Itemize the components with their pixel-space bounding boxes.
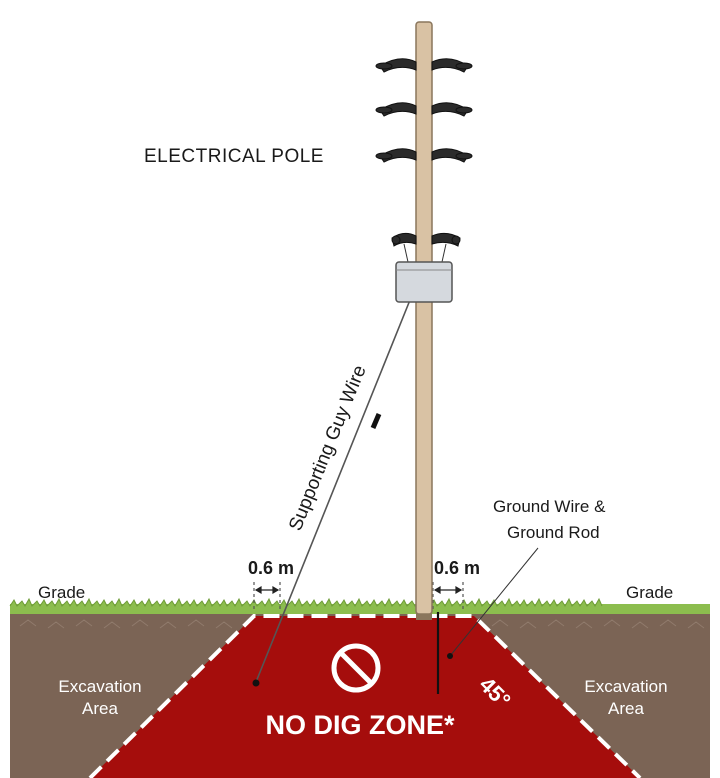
crossarm-2 — [375, 102, 473, 117]
pole-crossarms — [375, 58, 473, 263]
grass-blades — [9, 597, 603, 607]
pole-label: ELECTRICAL POLE — [144, 146, 324, 167]
grade-label-left: Grade — [38, 583, 85, 602]
clearance-guides — [253, 582, 464, 612]
guy-wire-label: Supporting Guy Wire — [285, 362, 371, 533]
grade-label-right: Grade — [626, 583, 673, 602]
guy-wire-anchor — [252, 679, 260, 687]
ground-wire-label-line1: Ground Wire & — [493, 497, 606, 516]
no-dig-zone — [90, 616, 640, 778]
pole-base — [416, 612, 432, 620]
excavation-label-left-line2: Area — [82, 699, 118, 718]
ground-wire-label-line2: Ground Rod — [507, 523, 600, 542]
crossarm-3 — [375, 148, 473, 163]
electrical-pole — [415, 21, 433, 615]
clearance-arrows — [254, 585, 463, 595]
guy-wire — [255, 299, 411, 683]
no-dig-zone-border — [88, 614, 642, 778]
grass-strip — [10, 604, 710, 614]
transformer-insulators — [391, 232, 461, 263]
excavation-label-left-line1: Excavation — [58, 677, 141, 696]
pole-transformer — [395, 261, 453, 303]
excavation-label-right-line2: Area — [608, 699, 644, 718]
no-dig-zone-label: NO DIG ZONE* — [265, 710, 455, 740]
guy-wire-turnbuckle — [370, 413, 382, 429]
prohibited-icon — [331, 643, 381, 693]
crossarm-1 — [375, 58, 473, 73]
clearance-label-right: 0.6 m — [434, 558, 480, 578]
soil-texture — [19, 619, 705, 629]
clearance-label-left: 0.6 m — [248, 558, 294, 578]
excavation-label-right-line1: Excavation — [584, 677, 667, 696]
ground-rod-dot — [447, 653, 453, 659]
ground-wire-callout — [449, 547, 539, 657]
